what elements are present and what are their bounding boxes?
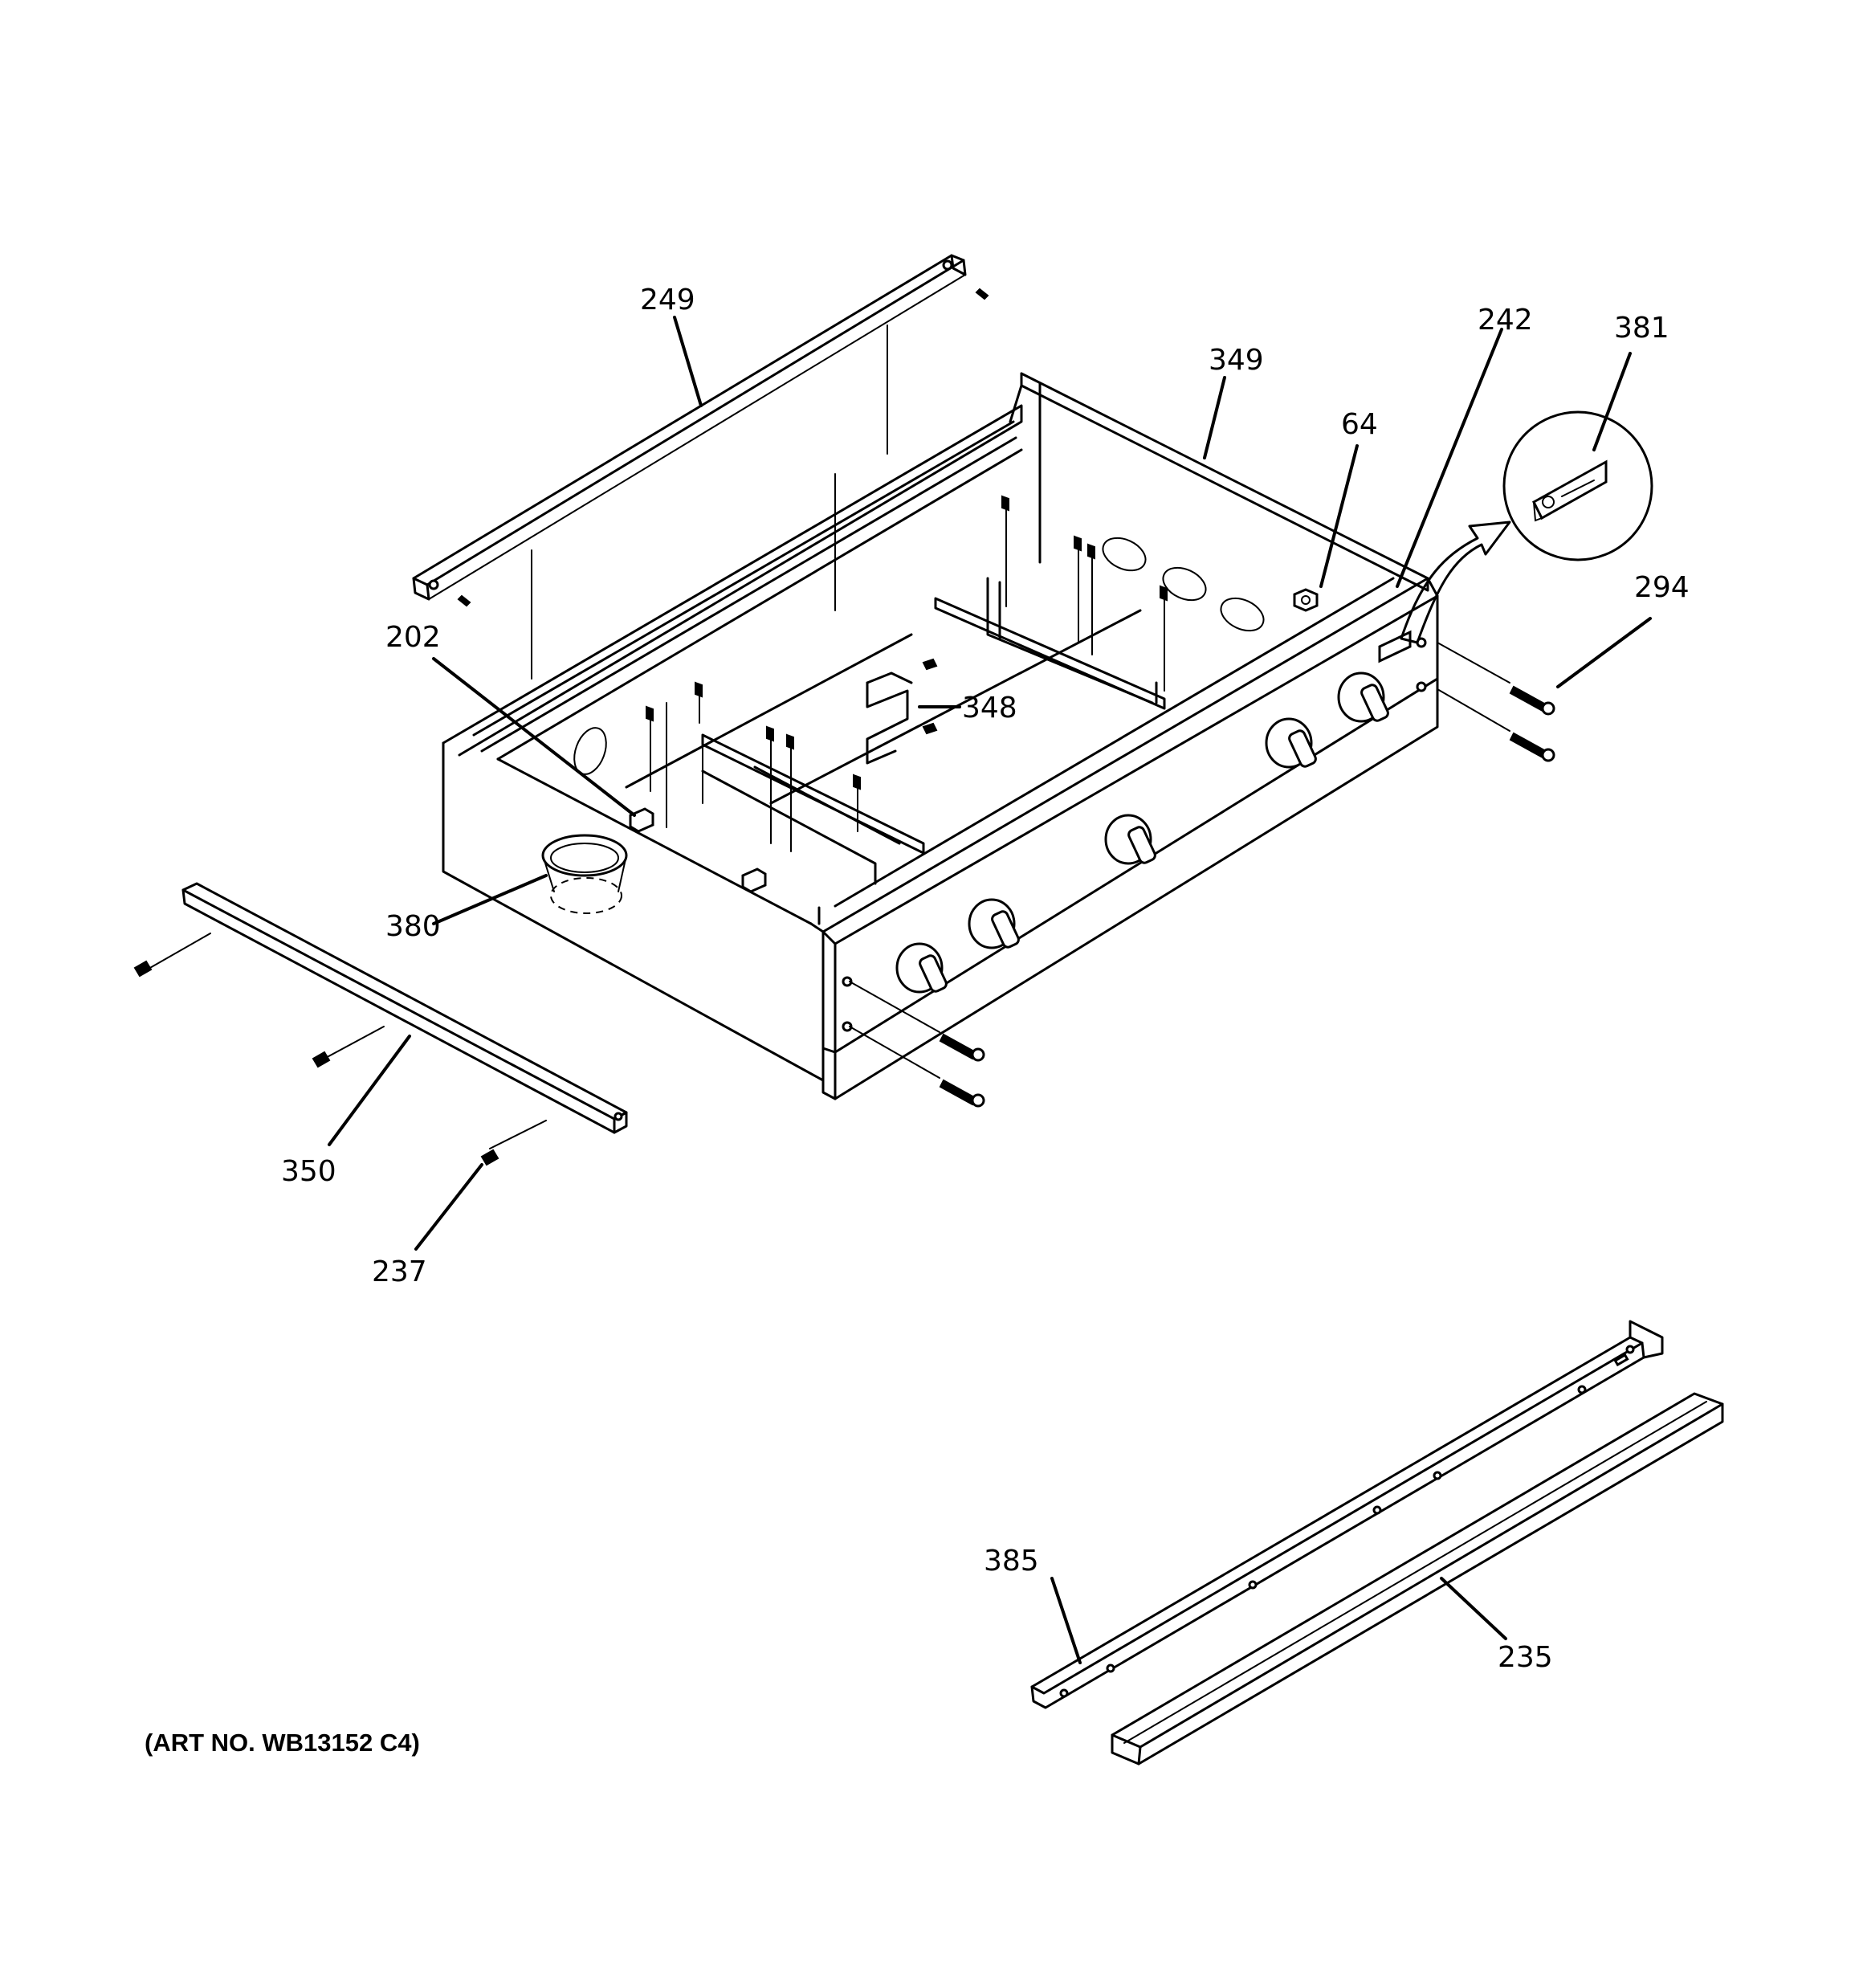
part-249-rear-trim [412, 254, 989, 680]
callout-350: 350 [281, 1155, 336, 1188]
callout-385: 385 [984, 1545, 1039, 1578]
callout-349: 349 [1209, 344, 1264, 377]
part-294-screws [849, 642, 1555, 1108]
callout-294: 294 [1634, 571, 1690, 604]
callout-348: 348 [962, 692, 1017, 725]
callout-242: 242 [1478, 304, 1533, 337]
part-350-front-trim [133, 882, 628, 1166]
cooktop-chassis [442, 372, 1439, 1100]
leader-lines [328, 316, 1652, 1664]
callout-380: 380 [385, 910, 441, 943]
callout-237: 237 [372, 1255, 427, 1288]
callout-64: 64 [1341, 408, 1378, 441]
part-235-strip [1111, 1392, 1724, 1766]
callout-381: 381 [1614, 312, 1669, 345]
callout-235: 235 [1498, 1641, 1553, 1674]
callout-labels: 249 349 242 381 64 294 202 348 380 350 2… [281, 284, 1690, 1674]
art-number: (ART NO. WB13152 C4) [145, 1729, 420, 1757]
part-380-grommet [541, 834, 628, 914]
part-385-strip [1030, 1320, 1664, 1709]
part-381-badge-detail [1400, 410, 1653, 644]
control-knobs [895, 672, 1389, 994]
callout-202: 202 [385, 621, 441, 654]
screws [646, 495, 1168, 852]
internal-brackets [629, 473, 1166, 893]
callout-249: 249 [640, 284, 695, 316]
